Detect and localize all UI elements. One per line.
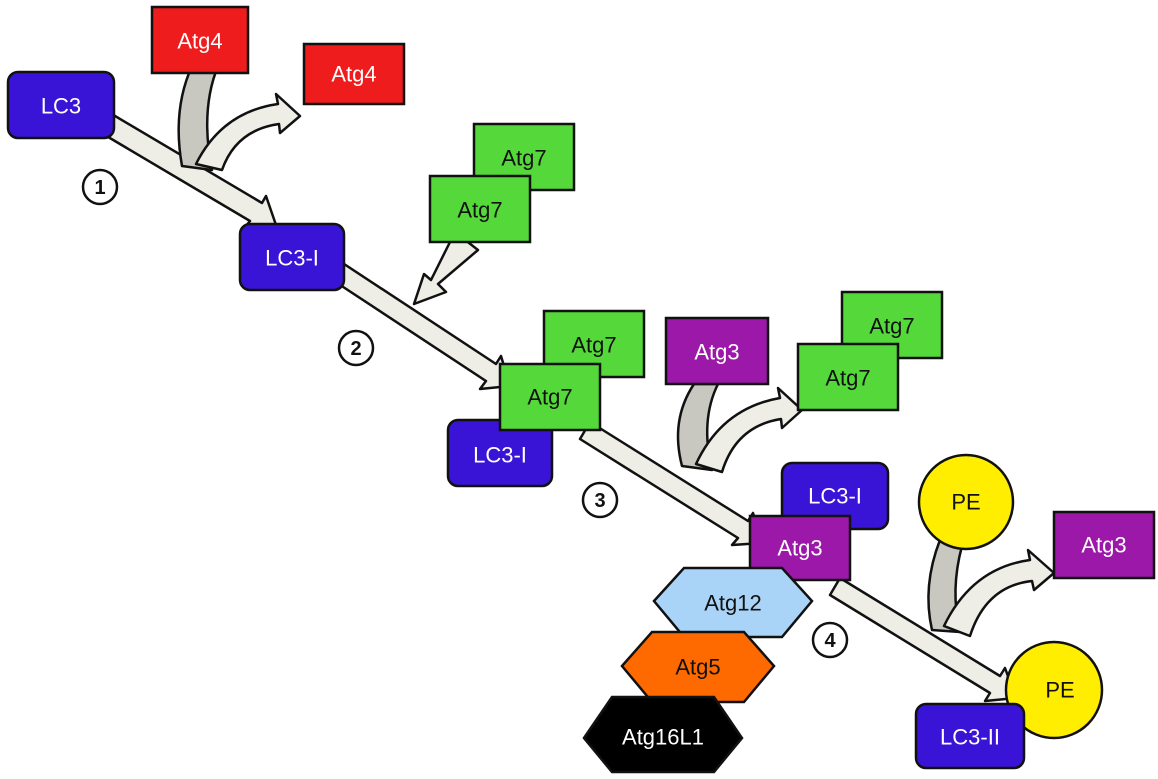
svg-text:1: 1 xyxy=(94,177,105,199)
step-1-marker: 1 xyxy=(81,168,119,206)
step-4-group: LC3-I Atg3 PE Atg3 Atg12 Atg5 Atg16L1 PE… xyxy=(582,453,1156,774)
step-2-group: LC3-I Atg7 Atg7 2 xyxy=(238,122,576,391)
atg7-incoming-arrow xyxy=(412,230,480,306)
atg4-box-incoming: Atg4 xyxy=(150,5,250,75)
lc3-ii-label: LC3-II xyxy=(940,725,1000,750)
svg-text:PE: PE xyxy=(951,490,980,515)
step-1-group: LC3 Atg4 Atg4 1 xyxy=(6,5,406,229)
step-2-marker: 2 xyxy=(337,329,375,367)
svg-text:4: 4 xyxy=(824,630,836,652)
atg3-box-released: Atg3 xyxy=(1052,510,1156,580)
svg-text:Atg7: Atg7 xyxy=(825,366,870,391)
main-arrow-4 xyxy=(828,576,1018,703)
atg4-label: Atg4 xyxy=(331,62,376,87)
atg4-box-released: Atg4 xyxy=(302,42,406,106)
svg-text:3: 3 xyxy=(594,490,605,512)
svg-text:Atg3: Atg3 xyxy=(1081,533,1126,558)
svg-text:Atg5: Atg5 xyxy=(675,655,720,680)
atg4-incoming-arrow xyxy=(177,64,220,172)
atg4-label: Atg4 xyxy=(177,29,222,54)
lc3-label: LC3 xyxy=(41,94,81,119)
lc3-i-label: LC3-I xyxy=(473,443,527,468)
step-3-marker: 3 xyxy=(581,481,619,519)
atg7-dimer-released: Atg7 Atg7 xyxy=(796,290,944,412)
svg-text:Atg3: Atg3 xyxy=(694,340,739,365)
svg-text:Atg7: Atg7 xyxy=(527,385,572,410)
lc3-box: LC3 xyxy=(6,70,116,140)
svg-text:Atg3: Atg3 xyxy=(777,536,822,561)
svg-text:Atg7: Atg7 xyxy=(571,333,616,358)
atg7-dimer-1: Atg7 Atg7 xyxy=(428,122,576,244)
svg-text:Atg16L1: Atg16L1 xyxy=(622,725,704,750)
atg3-box-incoming: Atg3 xyxy=(664,316,770,386)
lc3-i-box-1: LC3-I xyxy=(238,222,346,292)
svg-text:Atg7: Atg7 xyxy=(457,198,502,223)
svg-text:Atg12: Atg12 xyxy=(704,591,762,616)
atg4-outgoing-arrow xyxy=(194,92,302,172)
step-3-group: LC3-I Atg7 Atg7 Atg3 Atg7 Atg7 3 xyxy=(446,290,944,547)
svg-text:Atg7: Atg7 xyxy=(869,314,914,339)
pe-circle-incoming: PE xyxy=(917,453,1015,551)
lc3-ii-pe-product: PE LC3-II xyxy=(914,640,1104,770)
svg-text:Atg7: Atg7 xyxy=(501,146,546,171)
atg16l1-hexagon xyxy=(582,695,744,774)
lc3-i-label: LC3-I xyxy=(808,484,862,509)
atg7-dimer-2: Atg7 Atg7 xyxy=(498,309,646,432)
svg-text:PE: PE xyxy=(1045,678,1074,703)
atg12-atg5-atg16l1-complex: Atg12 Atg5 Atg16L1 xyxy=(582,566,814,774)
svg-text:2: 2 xyxy=(350,338,361,360)
step-4-marker: 4 xyxy=(811,621,849,659)
lc3-i-label: LC3-I xyxy=(265,246,319,271)
atg3-lc3-i-complex: LC3-I Atg3 xyxy=(748,461,890,582)
atg3-outgoing-arrow xyxy=(942,548,1056,638)
main-arrow-2 xyxy=(326,258,512,391)
